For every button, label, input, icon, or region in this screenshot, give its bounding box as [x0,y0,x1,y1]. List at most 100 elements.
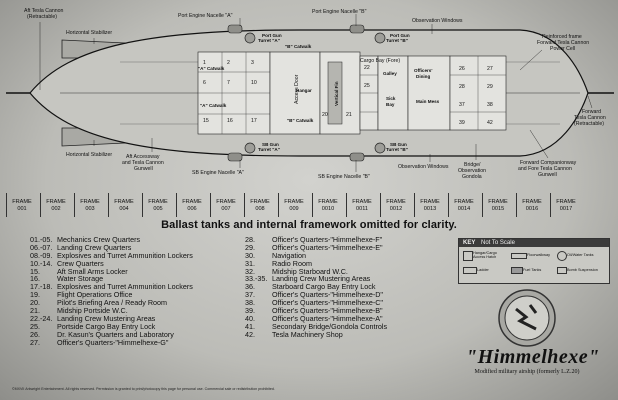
frame-label: FRAME [148,199,168,205]
legend-number: 28. [245,235,255,244]
cargo-bay-label: Cargo Bay (Fore) [360,58,400,64]
frame-number: 0016 [525,206,539,212]
fwd-tesla-label-1: Forward [582,109,601,115]
legend-text: Officer's Quarters-"Himmelhexe-B" [272,306,383,316]
port-gun-turret-a-label-1: Port Gun [262,33,282,38]
frame-number: 0010 [321,206,335,212]
legend-row: 28.Officer's Quarters-"Himmelhexe-F" [245,236,387,244]
key-header: KEY Not To Scale [459,239,609,247]
port-nacelle-a [227,24,243,34]
legend-row: 19.Flight Operations Office [30,291,193,299]
legend-number: 10.-14. [30,258,53,268]
room-number: 21 [346,112,352,118]
vertical-fin-slot [327,61,343,125]
legend-number: 01.-05. [30,235,53,244]
legend-row: 15.Aft Small Arms Locker [30,266,193,276]
room-number: 3 [251,60,254,66]
frame-number: 007 [221,206,231,212]
aft-tesla-cannon-label: Aft Tesla Cannon [24,8,64,14]
legend-row: 41.Secondary Bridge/Gondola Controls [245,322,387,331]
frame-number: 006 [187,206,197,212]
port-nacelle-b-label: Port Engine Nacelle "B" [312,9,367,15]
room-number: 42 [487,120,493,126]
frame-number: 0011 [355,206,369,212]
key-item: Fuel Tanks [523,268,542,272]
legend-row: 25.Portside Cargo Bay Entry Lock [30,321,193,331]
legend-text: Explosives and Turret Ammunition Lockers [57,250,193,260]
legend-row: 17.-18.Explosives and Turret Ammunition … [30,283,193,291]
frame-label: FRAME [352,199,372,205]
legend-row: 39. Officer's Quarters-"Himmelhexe-B" [245,307,387,315]
legend-text: Mechanics Crew Quarters [57,235,141,244]
frame-number: 0015 [491,206,505,212]
legend-number: 32. [245,266,255,276]
fwd-tesla-label-3: (Retractable) [574,121,604,127]
sb-gun-turret-b [374,142,386,154]
galley-label: Galley [383,71,397,76]
fwd-companionway-label-2: and Fore Tesla Cannon [518,166,572,172]
legend-text: Aft Small Arms Locker [57,266,128,276]
legend-row: 40.Officer's Quarters-"Himmelhexe-A" [245,314,387,323]
aft-accessway-label-3: Gunwell [134,166,153,172]
observation-windows-top-label: Observation Windows [412,18,463,24]
sick-bay-label-2: Bay [386,102,395,107]
legend-text: Radio Room [272,258,312,268]
sb-nacelle-a-label: SB Engine Nacelle "A" [192,170,244,176]
room-number: 26 [459,66,465,72]
frame-label: FRAME [522,199,542,205]
legend-text: Landing Crew Mustering Areas [272,274,371,284]
diagram-caption: Ballast tanks and internal framework omi… [161,219,457,231]
legend-row: 37.Officer's Quarters-"Himmelhexe-D" [245,291,387,299]
legend-number: 38. [245,298,255,308]
legend-row: 31. Radio Room [245,258,387,268]
legend-text: Tesla Machinery Shop [272,329,343,339]
legend-text: Officer's Quarters-"Himmelhexe-D" [272,290,383,300]
legend-number: 30. [245,250,255,260]
legend-number: 31. [245,258,255,268]
legend-number: 39. [245,306,255,316]
frame-label: FRAME [420,199,440,205]
room-number: 22 [364,65,370,71]
frame-label: FRAME [454,199,474,205]
room-number: 6 [203,80,206,86]
legend-row: 22.-24.Landing Crew Mustering Areas [30,314,193,323]
frame-number: 0013 [423,206,437,212]
ship-title: "Himmelhexe" [466,346,600,368]
legend-text: Officer's Quarters-"Himmelhexe-G" [57,337,169,347]
legend-row: 32.Midship Starboard W.C. [245,266,387,276]
lower-stabilizer-label: Horizontal Stabilizer [66,152,112,158]
legend-row: 38.Officer's Quarters-"Himmelhexe-C" [245,299,387,307]
legend-row: 08.-09.Explosives and Turret Ammunition … [30,250,193,260]
room-number: 17 [251,118,257,124]
legend-row: 01.-05. Mechanics Crew Quarters [30,236,193,244]
fuel-swatch-icon [511,267,523,274]
aft-tesla-retractable-label: (Retractable) [27,14,57,20]
legend-number: 16. [30,274,40,284]
legend-row: 10.-14.Crew Quarters [30,258,193,268]
frame-label: FRAME [556,199,576,205]
frame-label: FRAME [250,199,270,205]
vertical-fin-label: Vertical Fin [334,81,339,106]
legend-row: 29.Officer's Quarters-"Himmelhexe-E" [245,242,387,252]
room-number: 25 [364,83,370,89]
legend-text: Pilot's Briefing Area / Ready Room [57,298,168,308]
room-number: 38 [487,102,493,108]
legend-row: 27.Officer's Quarters-"Himmelhexe-G" [30,337,193,347]
frame-label: FRAME [216,199,236,205]
legend-text: Portside Cargo Bay Entry Lock [57,321,156,331]
frame-number: 009 [289,206,299,212]
room-number: 39 [459,120,465,126]
key-item: Floorwalkway [527,253,550,257]
legend-text: Flight Operations Office [57,290,133,300]
room-number: 1 [203,60,206,66]
sb-nacelle-a [227,152,243,162]
officers-dining-label-2: Dining [416,74,430,79]
legend-text: Officer's Quarters-"Himmelhexe-E" [272,242,383,252]
